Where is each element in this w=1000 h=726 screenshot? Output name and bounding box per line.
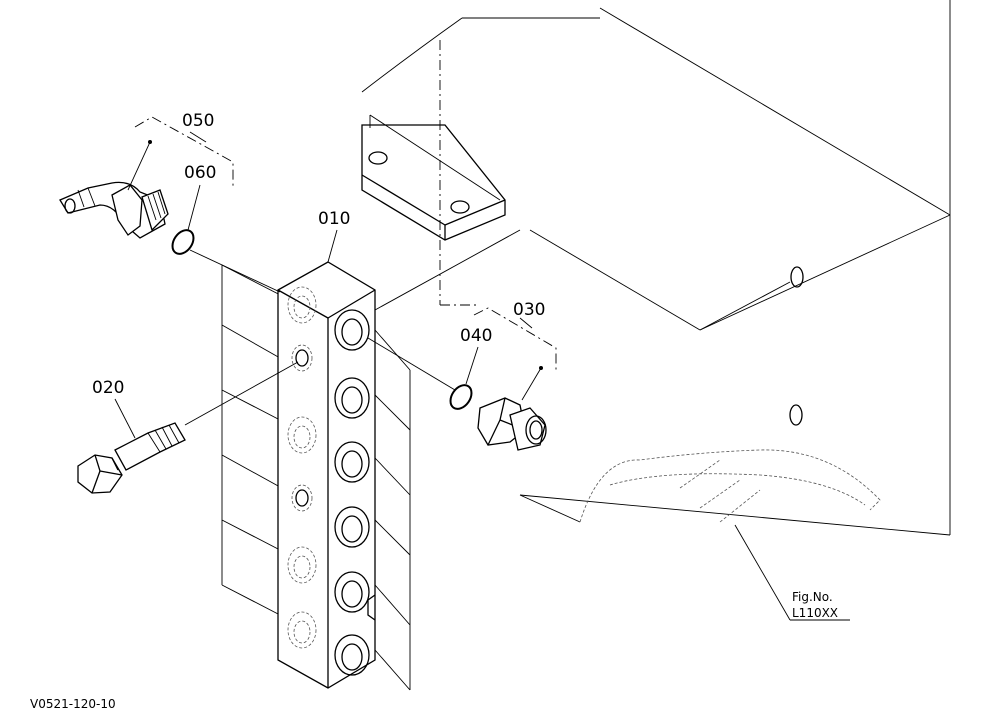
callout-060: 060 bbox=[184, 163, 216, 183]
callout-050: 050 bbox=[182, 111, 214, 131]
leader-050-mark bbox=[127, 141, 151, 191]
hose-reference bbox=[579, 449, 881, 621]
manifold-port-6 bbox=[334, 634, 370, 676]
bolt-020 bbox=[77, 361, 299, 494]
leader-010 bbox=[327, 229, 338, 263]
manifold-port-3 bbox=[334, 441, 370, 483]
bracket-050 bbox=[134, 116, 234, 187]
frame-outline bbox=[361, 0, 951, 536]
leader-030 bbox=[519, 317, 533, 329]
callout-020: 020 bbox=[92, 378, 124, 398]
figure-ref-line2: L110XX bbox=[792, 606, 838, 620]
o-ring-040 bbox=[449, 384, 473, 410]
leader-060 bbox=[187, 184, 201, 231]
leader-030-mark bbox=[521, 367, 542, 401]
leader-050 bbox=[189, 131, 207, 143]
figure-ref-line1: Fig.No. bbox=[792, 590, 833, 604]
mounting-plate bbox=[361, 124, 506, 241]
elbow-fitting-050 bbox=[59, 181, 169, 239]
manifold-block bbox=[221, 261, 411, 691]
manifold-port-2 bbox=[334, 377, 370, 419]
bracket-030 bbox=[473, 307, 557, 370]
straight-fitting-030 bbox=[367, 337, 547, 451]
frame-hole-lower bbox=[789, 404, 803, 426]
manifold-port-1 bbox=[334, 309, 370, 351]
drawing-code: V0521-120-10 bbox=[30, 697, 116, 711]
manifold-port-4 bbox=[334, 506, 370, 548]
callout-040: 040 bbox=[460, 326, 492, 346]
o-ring-060 bbox=[171, 229, 281, 293]
manifold-port-5 bbox=[334, 571, 370, 613]
leader-020 bbox=[114, 398, 136, 439]
frame-hole-upper bbox=[790, 266, 804, 288]
callout-030: 030 bbox=[513, 300, 545, 320]
leader-040 bbox=[465, 346, 479, 385]
callout-010: 010 bbox=[318, 209, 350, 229]
